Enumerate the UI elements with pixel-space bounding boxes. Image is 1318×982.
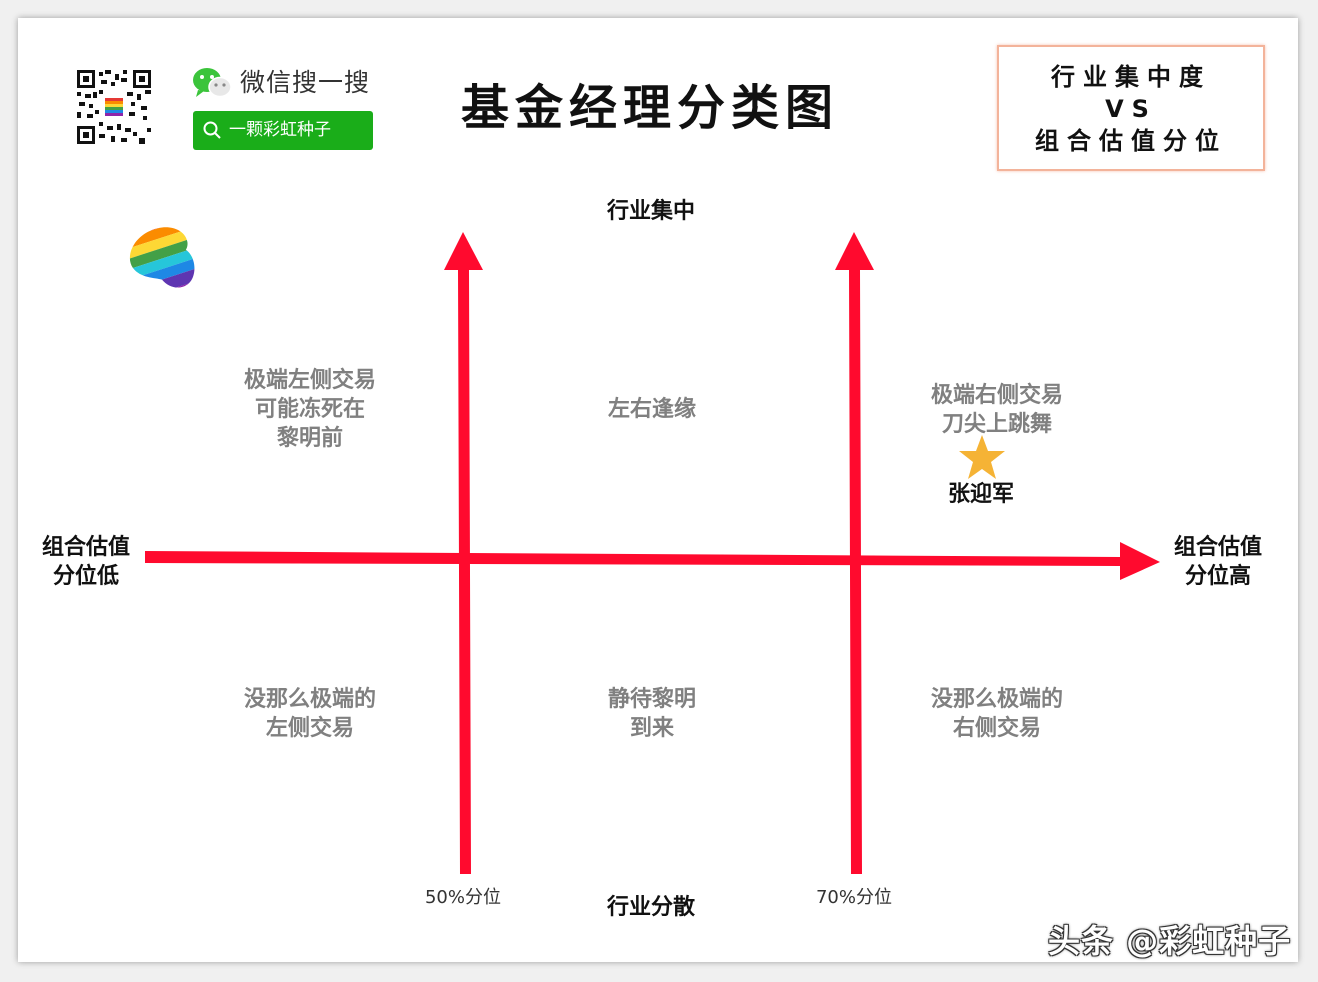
zone-top-left: 极端左侧交易 可能冻死在 黎明前 <box>210 366 410 453</box>
vertical-line-50 <box>444 232 483 874</box>
zone-top-left-line-3: 黎明前 <box>276 426 343 451</box>
right-axis-label-line-1: 组合估值 <box>1173 535 1262 560</box>
right-axis-label: 组合估值 分位高 <box>1158 533 1278 591</box>
subtitle-line-1: 行业集中度 <box>1051 63 1211 91</box>
bottom-axis-label: 行业分散 <box>606 895 695 920</box>
search-icon <box>203 121 221 139</box>
manager-point-label: 张迎军 <box>947 482 1014 507</box>
zone-top-right: 极端右侧交易 刀尖上跳舞 <box>897 381 1097 439</box>
wechat-search-text: 微信搜一搜 <box>240 68 371 97</box>
zone-bottom-right-line-1: 没那么极端的 <box>930 687 1063 712</box>
diagram-card <box>18 18 1298 962</box>
qr-code-icon <box>77 70 151 144</box>
wechat-icon <box>193 68 232 98</box>
zone-top-right-line-1: 极端右侧交易 <box>930 383 1063 408</box>
zone-top-right-line-2: 刀尖上跳舞 <box>941 412 1052 437</box>
zone-bottom-right-line-2: 右侧交易 <box>952 716 1041 741</box>
zone-bottom-middle-line-1: 静待黎明 <box>607 687 696 712</box>
main-title: 基金经理分类图 <box>460 80 839 136</box>
subtitle-line-2: VS <box>1105 95 1157 123</box>
zone-bottom-left-line-2: 左侧交易 <box>265 716 354 741</box>
right-axis-label-line-2: 分位高 <box>1184 564 1251 589</box>
zone-top-left-line-1: 极端左侧交易 <box>243 368 376 393</box>
rainbow-seed-icon <box>126 224 201 296</box>
vertical-line-70 <box>835 232 874 874</box>
left-axis-label-line-1: 组合估值 <box>41 535 130 560</box>
zone-bottom-middle-line-2: 到来 <box>629 716 674 741</box>
wechat-search-box[interactable]: 一颗彩虹种子 <box>193 111 373 150</box>
horizontal-axis-arrow <box>145 542 1160 580</box>
top-axis-label: 行业集中 <box>606 199 695 224</box>
search-box-label: 一颗彩虹种子 <box>229 120 331 140</box>
zone-bottom-middle: 静待黎明 到来 <box>572 685 732 743</box>
star-icon <box>959 435 1005 479</box>
marker-50-label: 50%分位 <box>424 887 501 908</box>
left-axis-label: 组合估值 分位低 <box>26 533 146 591</box>
subtitle-box: 行业集中度 VS 组合估值分位 <box>997 45 1265 171</box>
left-axis-label-line-2: 分位低 <box>52 564 119 589</box>
zone-bottom-left: 没那么极端的 左侧交易 <box>210 685 410 743</box>
zone-bottom-left-line-1: 没那么极端的 <box>243 687 376 712</box>
zone-top-middle: 左右逢缘 <box>607 397 696 422</box>
watermark: 头条 @彩虹种子 <box>1048 922 1292 960</box>
zone-top-left-line-2: 可能冻死在 <box>254 397 365 422</box>
subtitle-line-3: 组合估值分位 <box>1035 127 1227 155</box>
zone-bottom-right: 没那么极端的 右侧交易 <box>897 685 1097 743</box>
marker-70-label: 70%分位 <box>815 887 892 908</box>
